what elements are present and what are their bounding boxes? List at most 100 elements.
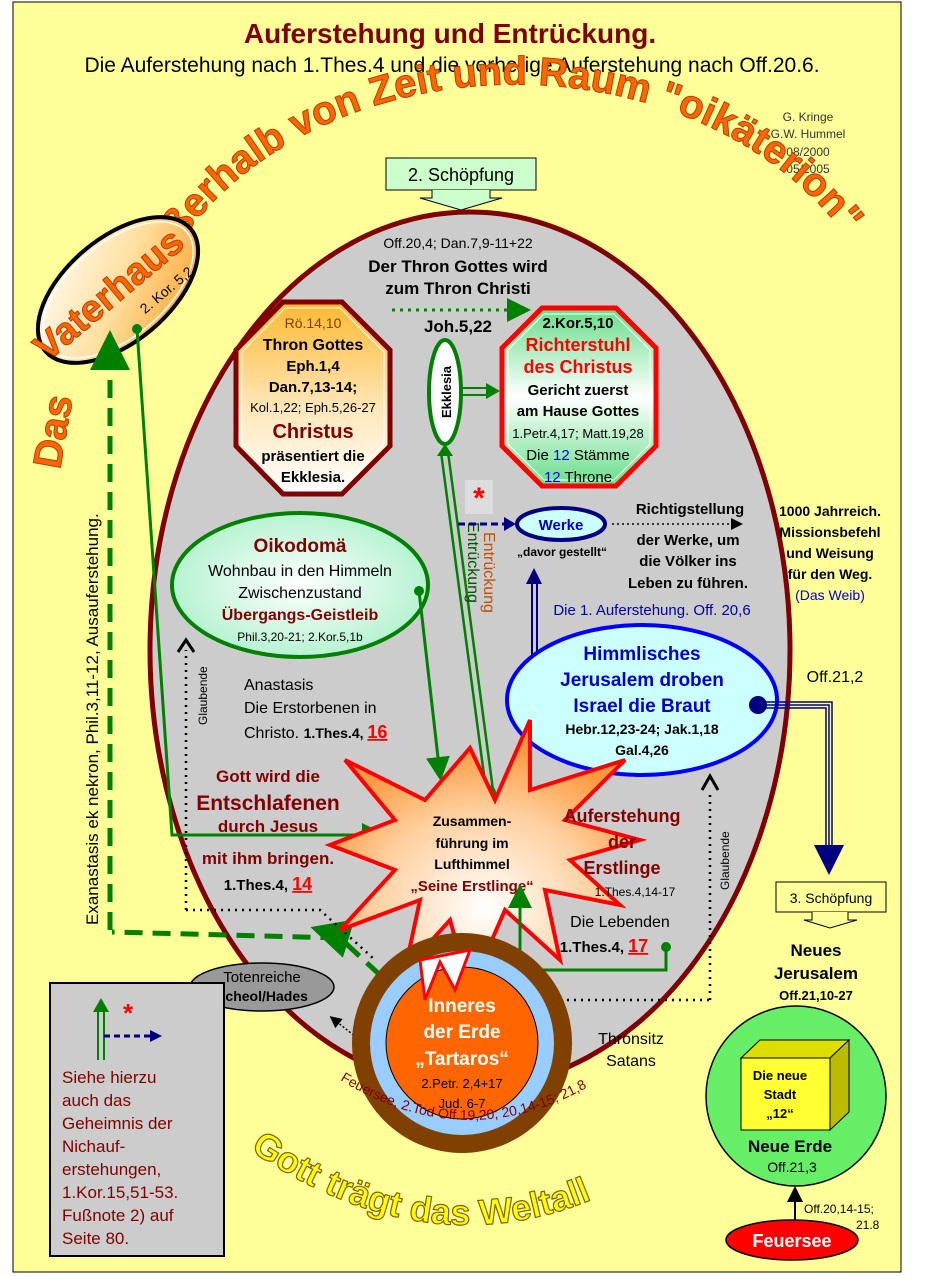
anastasis-text: Anastasis Die Erstorbenen in Christo. 1.… xyxy=(244,677,387,742)
richterstuhl-ref: 2.Kor.5,10 xyxy=(543,315,614,332)
star-l4: „Seine Erstlinge“ xyxy=(410,878,533,895)
glaubende-left-path xyxy=(186,908,376,961)
feuersee-shape xyxy=(725,1219,859,1261)
anastasis-verse: 16 xyxy=(367,722,387,742)
joh-ref: Joh.5,22 xyxy=(424,317,492,336)
footnote-blue-arrow-icon xyxy=(150,1030,162,1042)
jerusalem-l2: Jerusalem droben xyxy=(560,670,724,691)
jahrreich-l1: 1000 Jahrreich. xyxy=(779,503,881,519)
author-2: G.W. Hummel xyxy=(771,127,846,141)
star-l2: führung im xyxy=(435,835,508,851)
thronsitz-satans: Thronsitz Satans xyxy=(598,1031,664,1070)
richterstuhl-l4: Die 12 Stämme xyxy=(526,447,629,464)
footnote-l8: Seite 80. xyxy=(62,1229,129,1248)
star-l1: Zusammen- xyxy=(433,813,512,829)
oikodomae-shape xyxy=(170,511,430,659)
throne-header-line2: zum Thron Christi xyxy=(385,279,530,298)
oikodomae-ellipse: Oikodomä Wohnbau in den Himmeln Zwischen… xyxy=(170,511,430,659)
jahrreich-l4: für den Weg. xyxy=(788,566,873,582)
neues-jerusalem-l2: Jerusalem xyxy=(774,964,858,983)
stadt-l2: Stadt xyxy=(764,1087,797,1102)
authors-block: G. Kringe G.W. Hummel 08/2000 05/2005 xyxy=(771,110,846,176)
feuersee-ref-2: 21.8 xyxy=(856,1218,880,1232)
neue-erde-ref: Off.21,3 xyxy=(767,1159,817,1175)
richtigstellung-l3: die Völker ins xyxy=(639,553,737,570)
richterstuhl-shape xyxy=(499,305,659,489)
throne-header-ref: Off.20,4; Dan.7,9-11+22 xyxy=(383,235,533,251)
erstlinge-ref2-line: 1.Thes.4, 17 xyxy=(560,936,648,956)
ekklesia-arrow-head xyxy=(486,383,500,399)
gott-wird-l4: mit ihm bringen. xyxy=(202,849,334,868)
jerusalem-down-arrow-head xyxy=(814,845,844,875)
off-21-2: Off.21,2 xyxy=(807,669,864,686)
stadt-l3: „12“ xyxy=(766,1106,793,1121)
date-2: 05/2005 xyxy=(786,162,830,176)
jahrreich-l2: Missionsbefehl xyxy=(779,524,880,540)
anastasis-l1: Anastasis xyxy=(244,677,313,694)
entrueckung-label-1: Entrückung xyxy=(464,522,481,603)
richtigstellung-l1: Richtigstellung xyxy=(636,501,744,518)
erstlinge-verse: 17 xyxy=(628,936,648,956)
page-title: Auferstehung und Entrückung. xyxy=(244,18,656,49)
gott-bringt-arrow xyxy=(135,328,386,847)
footnote-green-arrow-line xyxy=(97,1008,105,1060)
richtigstellung-text: Richtigstellung der Werke, um die Völker… xyxy=(628,501,748,592)
footnote-rect xyxy=(49,982,225,1257)
thron-gottes-l2: Dan.7,13-14; xyxy=(269,379,357,396)
richterstuhl-l1: Gericht zuerst xyxy=(528,382,629,399)
totenreiche-l2: Scheol/Hades xyxy=(216,988,308,1004)
schoepfung-2-rect xyxy=(385,157,537,191)
richterstuhl-l2: am Hause Gottes xyxy=(517,403,640,420)
gott-wird-text: Gott wird die Entschlafenen durch Jesus … xyxy=(196,767,340,894)
footnote-asterisk-icon: * xyxy=(123,998,134,1028)
neue-erde-title: Neue Erde xyxy=(748,1137,832,1156)
erstlinge-text: Auferstehung der Erstlinge 1.Thes.4,14-1… xyxy=(560,806,681,956)
erstlinge-ref2: 1.Thes.4, xyxy=(560,939,628,956)
neues-jerusalem-l1: Neues xyxy=(790,941,841,960)
richterstuhl-octagon: 2.Kor.5,10 Richterstuhl des Christus Ger… xyxy=(499,305,659,489)
asterisk-icon: * xyxy=(473,482,485,515)
entrueckung-arrow-head xyxy=(437,444,453,456)
thron-gottes-octagon: Rö.14,10 Thron Gottes Eph.1,4 Dan.7,13-1… xyxy=(233,299,393,497)
werke-label: Werke xyxy=(539,517,584,534)
erstlinge-l4: Die Lebenden xyxy=(570,914,670,931)
neues-jerusalem-text: Neues Jerusalem Off.21,10-27 xyxy=(774,941,858,1003)
werke-arrow-head xyxy=(504,517,516,531)
erstlinge-l2: der xyxy=(608,832,636,852)
jerusalem-l3: Israel die Braut xyxy=(573,696,711,717)
jerusalem-ellipse: Himmlisches Jerusalem droben Israel die … xyxy=(505,623,779,777)
earth-circles: Inneres der Erde „Tartaros“ 2.Petr. 2,4+… xyxy=(352,933,572,1153)
footnote-text: Siehe hierzu auch das Geheimnis der Nich… xyxy=(62,1068,178,1248)
tartaros-l5: Jud. 6-7 xyxy=(439,1096,486,1111)
gott-wird-verse: 14 xyxy=(292,874,312,894)
footnote-green-arrow-icon xyxy=(93,998,109,1012)
thron-gottes-l5: Ekklesia. xyxy=(281,469,345,486)
tartaros-l1: Inneres xyxy=(428,996,496,1017)
stadt-l1: Die neue xyxy=(753,1068,807,1083)
richterstuhl-l5b: Throne xyxy=(561,469,612,486)
glaubende-left-label: Glaubende xyxy=(196,666,210,725)
throne-header-line1: Der Thron Gottes wird xyxy=(368,257,547,276)
totenreiche-l1: Totenreiche xyxy=(223,969,301,986)
das-weib: (Das Weib) xyxy=(795,587,865,603)
jerusalem-dot xyxy=(749,696,767,714)
richterstuhl-t1: Richterstuhl xyxy=(525,335,630,355)
neues-jerusalem-ref: Off.21,10-27 xyxy=(779,988,853,1003)
schoepfung-3-label: 3. Schöpfung xyxy=(790,890,873,906)
richterstuhl-l4n: 12 xyxy=(553,447,570,464)
thron-gottes-l3: Kol.1,22; Eph.5,26-27 xyxy=(250,400,376,415)
anastasis-l2: Die Erstorbenen in xyxy=(244,700,377,717)
erstlinge-ref: 1.Thes.4,14-17 xyxy=(595,885,676,899)
exanastasis-dashed-path xyxy=(111,929,382,977)
feuersee-ref-1: Off.20,14-15; xyxy=(804,1202,874,1216)
gott-wird-l1: Gott wird die xyxy=(216,767,320,786)
schoepfung-3-rect xyxy=(775,881,887,913)
vaterhaus-shape xyxy=(35,215,201,365)
footnote-l4: Nichauf- xyxy=(62,1137,125,1156)
jahrreich-text: 1000 Jahrreich. Missionsbefehl und Weisu… xyxy=(779,503,881,603)
asterisk-box xyxy=(465,480,493,514)
glaubende-right-arrow-icon xyxy=(700,772,720,791)
richtigstellung-l2: der Werke, um xyxy=(636,532,739,549)
thronsitz-l2: Satans xyxy=(606,1053,656,1070)
